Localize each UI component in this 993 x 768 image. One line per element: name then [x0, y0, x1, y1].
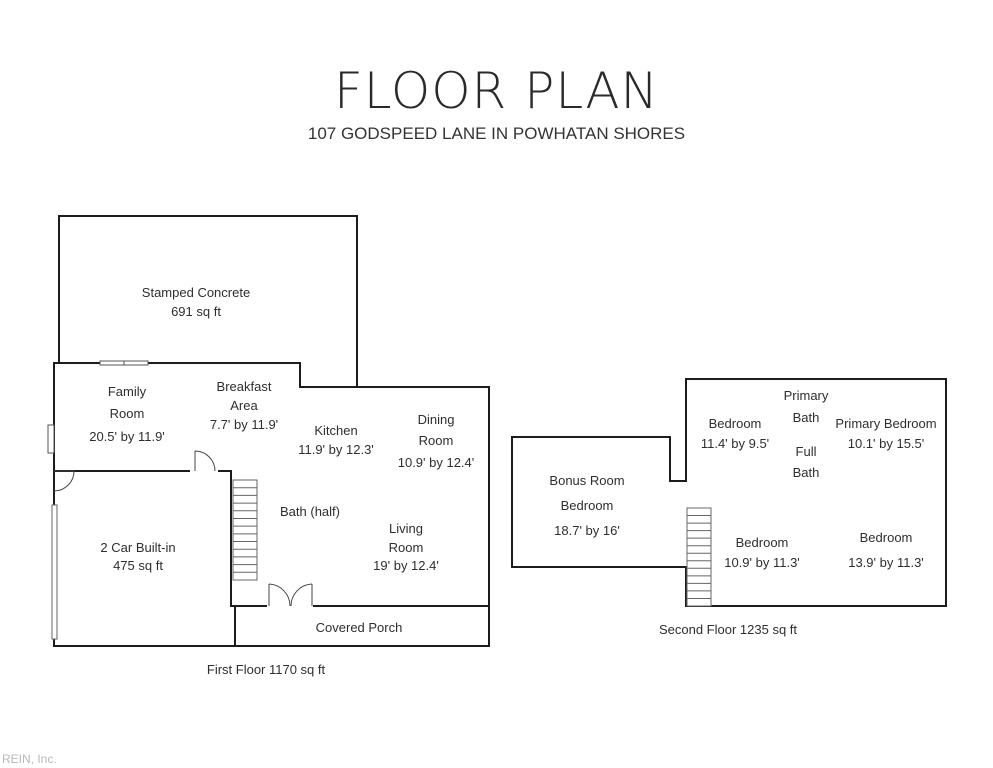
page-title: FLOOR PLAN [334, 62, 659, 120]
size-breakfast-area: 7.7' by 11.9' [209, 417, 279, 432]
size-bonus-room: 18.7' by 16' [554, 523, 620, 538]
garage-wall-right [218, 470, 489, 607]
caption-second-floor: Second Floor 1235 sq ft [658, 622, 798, 637]
label-primary-bedroom: Primary Bedroom [835, 416, 937, 431]
label-full-bath-1: Full [795, 444, 817, 459]
label-breakfast-area-1: Breakfast [216, 379, 272, 394]
area-garage: 475 sq ft [113, 558, 163, 573]
size-family-room: 20.5' by 11.9' [89, 429, 165, 444]
label-living-room-2: Room [388, 540, 424, 555]
size-bedroom-b: 10.9' by 11.3' [724, 555, 800, 570]
label-living-room-1: Living [389, 521, 423, 536]
stair-frame [232, 479, 258, 581]
size-bedroom-c: 13.9' by 11.3' [848, 555, 924, 570]
label-garage: 2 Car Built-in [100, 540, 176, 555]
size-dining-room: 10.9' by 12.4' [397, 455, 475, 470]
family-room-window [47, 424, 55, 454]
label-stamped-concrete: Stamped Concrete [141, 285, 251, 300]
sliding-door [99, 360, 149, 366]
label-bedroom-b: Bedroom [735, 535, 789, 550]
label-family-room-2: Room [109, 406, 145, 421]
label-family-room-1: Family [107, 384, 147, 399]
size-bedroom-a: 11.4' by 9.5' [700, 436, 770, 451]
patio-outline [58, 215, 358, 387]
second-floor-stairs [686, 507, 712, 607]
label-bedroom-c: Bedroom [859, 530, 913, 545]
stair-frame [686, 507, 712, 607]
label-bonus-room-2: Bedroom [560, 498, 614, 513]
label-bath-half: Bath (half) [280, 504, 340, 519]
porch-double-doors [267, 583, 313, 609]
size-primary-bedroom: 10.1' by 15.5' [847, 436, 925, 451]
label-breakfast-area-2: Area [230, 398, 258, 413]
area-stamped-concrete: 691 sq ft [171, 304, 221, 319]
label-covered-porch: Covered Porch [315, 620, 403, 635]
label-kitchen: Kitchen [314, 423, 358, 438]
label-dining-room-2: Room [418, 433, 454, 448]
label-full-bath-2: Bath [792, 465, 820, 480]
page-subtitle: 107 GODSPEED LANE IN POWHATAN SHORES [307, 124, 686, 143]
label-primary-bath-1: Primary [783, 388, 829, 403]
label-primary-bath-2: Bath [792, 410, 820, 425]
garage-door [51, 504, 58, 640]
size-kitchen: 11.9' by 12.3' [298, 442, 374, 457]
size-living-room: 19' by 12.4' [373, 558, 439, 573]
first-floor-stairs [232, 479, 258, 581]
watermark-text: REIN, Inc. [2, 752, 57, 766]
label-bedroom-a: Bedroom [708, 416, 762, 431]
garage-entry-door [194, 450, 216, 472]
second-floor-outline [511, 378, 947, 607]
label-dining-room-1: Dining [417, 412, 455, 427]
label-bonus-room-1: Bonus Room [549, 473, 625, 488]
garage-side-door [53, 470, 75, 492]
caption-first-floor: First Floor 1170 sq ft [206, 662, 326, 677]
first-floor-outline [53, 362, 490, 647]
